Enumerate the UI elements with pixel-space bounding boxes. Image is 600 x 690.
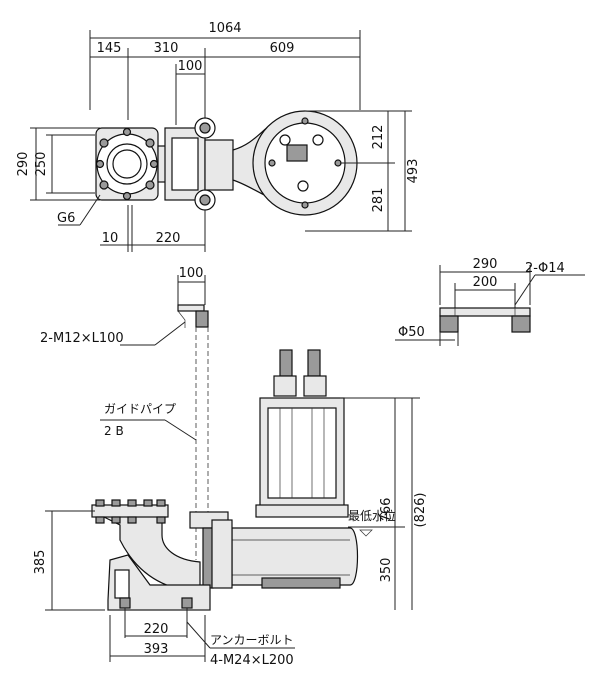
plan-view: 1064 145 310 609 100 290 250 [16,21,421,252]
flange-bolts [95,127,159,201]
dim-220-plan: 220 [156,231,181,246]
label-guide-size: 2 B [104,424,124,438]
dim-310: 310 [154,41,179,56]
dim-100-plan: 100 [178,59,203,74]
label-anchor-spec: 4-M24×L200 [210,653,294,668]
elevation-view: 100 2-M12×L100 ガイドパイプ 2 B 7 [33,266,428,668]
dim-phi50: Φ50 [398,325,425,340]
dim-212: 212 [371,125,386,150]
dim-1064: 1064 [208,21,241,36]
label-g6: G6 [57,211,75,226]
label-anchor: アンカーボルト [210,633,294,647]
dim-100-elev: 100 [179,266,204,281]
dim-bolt-base: 2-Φ14 [525,261,565,276]
dim-145: 145 [97,41,122,56]
pump-casing [231,527,359,586]
dim-281: 281 [371,188,386,213]
label-guide-pipe: ガイドパイプ [104,402,176,416]
dim-290-base: 290 [473,257,498,272]
dim-393: 393 [144,642,169,657]
dim-250-plan: 250 [34,152,49,177]
label-min-water: 最低水位 [348,508,396,523]
label-bolt-top: 2-M12×L100 [40,331,124,346]
dim-385: 385 [33,550,48,575]
dim-200-base: 200 [473,275,498,290]
dim-766: 766 [379,498,394,523]
dim-493: 493 [406,159,421,184]
elbow-flange-bolts [95,499,166,524]
dim-826: (826) [413,493,428,528]
dim-10: 10 [102,231,119,246]
dim-220-elev: 220 [144,622,169,637]
dim-290-plan: 290 [16,152,31,177]
dim-350: 350 [379,558,394,583]
base-detail: 290 200 2-Φ14 Φ50 [395,257,585,346]
dim-609: 609 [270,41,295,56]
